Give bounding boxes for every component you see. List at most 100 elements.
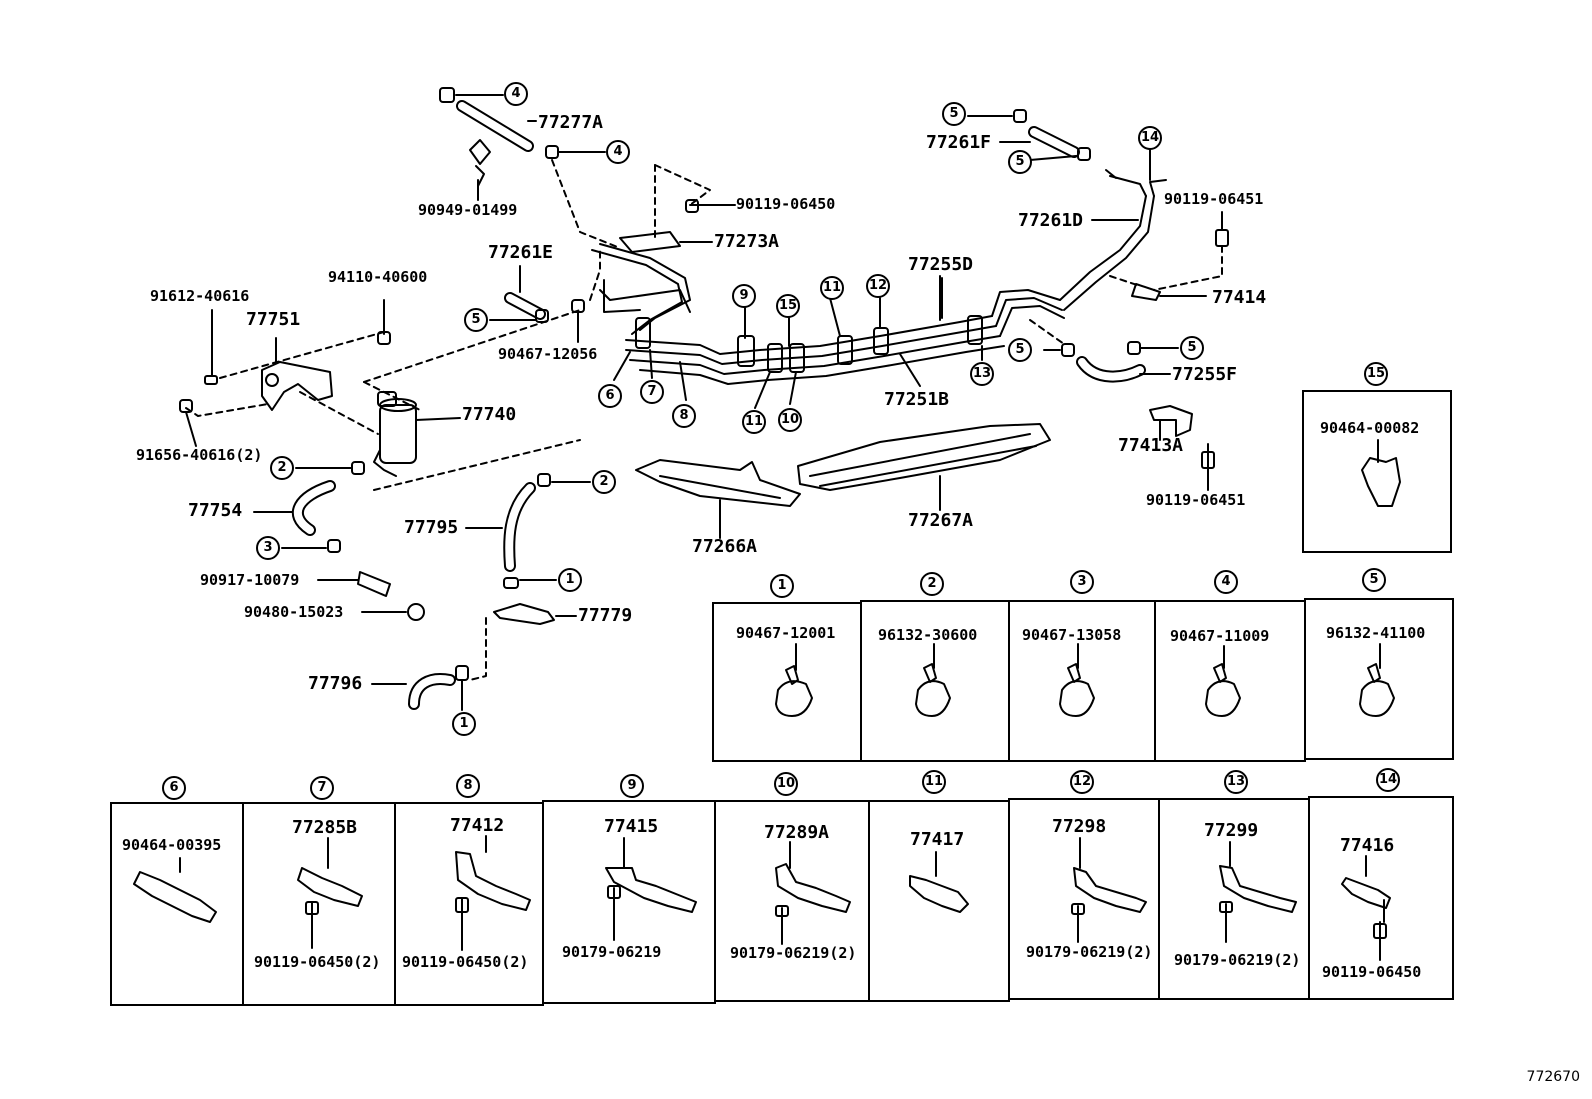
label-90119-06451-b: 90119-06451 (1146, 491, 1246, 509)
label-90949-01499: 90949-01499 (418, 201, 518, 219)
callout-5-b: 5 (942, 102, 966, 126)
label-77795: 77795 (404, 517, 459, 538)
detail-box-6 (110, 802, 244, 1006)
callout-1-b: 1 (452, 712, 476, 736)
label-90467-12056: 90467-12056 (498, 345, 598, 363)
label-90480-15023: 90480-15023 (244, 603, 344, 621)
callout-15-a: 15 (776, 294, 800, 318)
detail-11-number: 11 (922, 770, 946, 794)
detail-5-part: 96132-41100 (1326, 624, 1426, 642)
detail-3-part: 90467-13058 (1022, 626, 1122, 644)
clip-drawings-row1 (775, 457, 1401, 717)
label-77277a: 77277A (538, 112, 604, 133)
label-77413a: 77413A (1118, 435, 1184, 456)
detail-4-number: 4 (1214, 570, 1238, 594)
label-77273a: 77273A (714, 231, 780, 252)
diagram-code: 772670 (1526, 1069, 1580, 1085)
label-77751: 77751 (246, 309, 301, 330)
label-90119-06450-top: 90119-06450 (736, 195, 836, 213)
detail-6-number: 6 (162, 776, 186, 800)
callout-4-b: 4 (606, 140, 630, 164)
callout-8: 8 (672, 404, 696, 428)
detail-box-2 (860, 600, 1010, 762)
detail-9-number: 9 (620, 774, 644, 798)
label-91656-40616: 91656-40616(2) (136, 446, 263, 464)
callout-13-a: 13 (970, 362, 994, 386)
label-77251b: 77251B (884, 389, 950, 410)
detail-box-3 (1008, 600, 1156, 762)
detail-box-14 (1308, 796, 1454, 1000)
callout-14-a: 14 (1138, 126, 1162, 150)
detail-8-bolt: 90119-06450(2) (402, 953, 529, 971)
detail-8-part: 77412 (450, 815, 505, 836)
detail-11-part: 77417 (910, 829, 965, 850)
callout-1-a: 1 (558, 568, 582, 592)
detail-1-part: 90467-12001 (736, 624, 836, 642)
detail-15-number: 15 (1364, 362, 1388, 386)
callout-2-a: 2 (270, 456, 294, 480)
callout-11-a: 11 (820, 276, 844, 300)
detail-7-number: 7 (310, 776, 334, 800)
detail-13-part: 77299 (1204, 820, 1259, 841)
detail-12-number: 12 (1070, 770, 1094, 794)
detail-3-number: 3 (1070, 570, 1094, 594)
detail-13-bolt: 90179-06219(2) (1174, 951, 1301, 969)
detail-9-bolt: 90179-06219 (562, 943, 662, 961)
detail-14-part: 77416 (1340, 835, 1395, 856)
callout-5-c: 5 (1008, 150, 1032, 174)
detail-box-15 (1302, 390, 1452, 553)
label-77261d: 77261D (1018, 210, 1084, 231)
label-77740: 77740 (462, 404, 517, 425)
canister-77740-drawing (261, 361, 461, 477)
label-94110-40600: 94110-40600 (328, 268, 428, 286)
detail-6-part: 90464-00395 (122, 836, 222, 854)
detail-4-part: 90467-11009 (1170, 627, 1270, 645)
detail-13-number: 13 (1224, 770, 1248, 794)
label-77754: 77754 (188, 500, 243, 521)
detail-7-part: 77285B (292, 817, 358, 838)
callout-6: 6 (598, 384, 622, 408)
label-77796: 77796 (308, 673, 363, 694)
label-91612-40616: 91612-40616 (150, 287, 250, 305)
clip-drawings-row2 (133, 851, 1391, 961)
detail-9-part: 77415 (604, 816, 659, 837)
label-77266a: 77266A (692, 536, 758, 557)
detail-14-number: 14 (1376, 768, 1400, 792)
label-77255f: 77255F (1172, 364, 1238, 385)
label-77779: 77779 (578, 605, 633, 626)
callout-12-a: 12 (866, 274, 890, 298)
detail-12-bolt: 90179-06219(2) (1026, 943, 1153, 961)
label-77267a: 77267A (908, 510, 974, 531)
callout-3-a: 3 (256, 536, 280, 560)
label-90119-06451-a: 90119-06451 (1164, 190, 1264, 208)
callout-5-e: 5 (1180, 336, 1204, 360)
detail-2-part: 96132-30600 (878, 626, 978, 644)
callout-7: 7 (640, 380, 664, 404)
callout-9: 9 (732, 284, 756, 308)
detail-14-bolt: 90119-06450 (1322, 963, 1422, 981)
detail-box-5 (1304, 598, 1454, 760)
callout-5-a: 5 (464, 308, 488, 332)
label-90917-10079: 90917-10079 (200, 571, 300, 589)
label-77261f: 77261F (926, 132, 992, 153)
detail-15-part: 90464-00082 (1320, 419, 1420, 437)
detail-10-bolt: 90179-06219(2) (730, 944, 857, 962)
callout-4-a: 4 (504, 82, 528, 106)
callout-10-a: 10 (778, 408, 802, 432)
detail-12-part: 77298 (1052, 816, 1107, 837)
detail-2-number: 2 (920, 572, 944, 596)
detail-10-number: 10 (774, 772, 798, 796)
callout-5-d: 5 (1008, 338, 1032, 362)
callout-2-b: 2 (592, 470, 616, 494)
detail-7-bolt: 90119-06450(2) (254, 953, 381, 971)
hose-77277a-drawing (439, 87, 559, 187)
detail-1-number: 1 (770, 574, 794, 598)
label-77414: 77414 (1212, 287, 1267, 308)
callout-11-b: 11 (742, 410, 766, 434)
detail-5-number: 5 (1362, 568, 1386, 592)
detail-8-number: 8 (456, 774, 480, 798)
label-77261e: 77261E (488, 242, 554, 263)
label-77255d: 77255D (908, 254, 974, 275)
